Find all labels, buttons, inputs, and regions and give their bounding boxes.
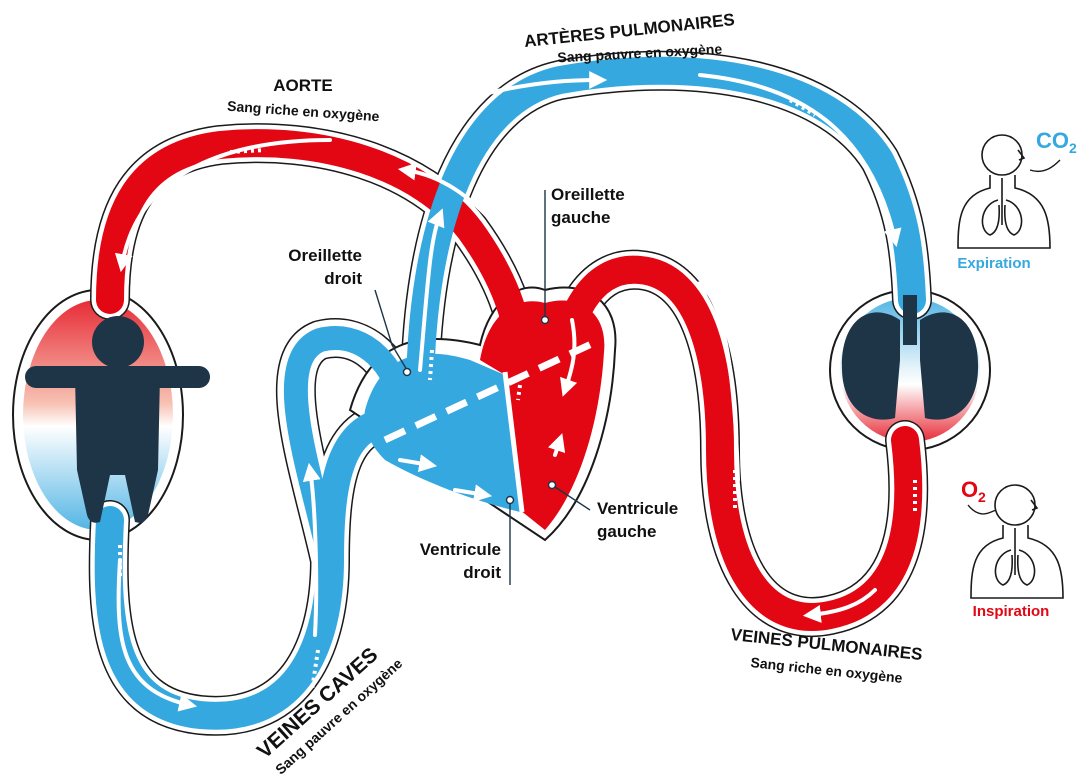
oreillette-gauche-l1: Oreillette [551,185,625,204]
ventricule-droit-l2: droit [463,563,501,582]
o2-text: O [961,477,978,502]
co2-text: CO [1036,128,1069,153]
ventricule-gauche-l1: Ventricule [597,499,678,518]
oreillette-droit-l1: Oreillette [288,246,362,265]
co2-subscript: 2 [1069,140,1077,156]
ventricule-droit-l1: Ventricule [420,540,501,559]
expiration-label: Expiration [957,255,1030,272]
oreillette-droit-l2: droit [324,269,362,288]
aorte-sub: Sang riche en oxygène [227,98,380,125]
co2-label: CO 2 [1036,128,1077,156]
aorte-title: AORTE [273,76,333,95]
ventricule-gauche-l2: gauche [597,522,657,541]
inspiration-label: Inspiration [973,603,1050,620]
o2-subscript: 2 [978,489,986,505]
o2-label: O 2 [961,477,986,505]
oreillette-gauche-l2: gauche [551,208,611,227]
right-heart [364,354,520,512]
